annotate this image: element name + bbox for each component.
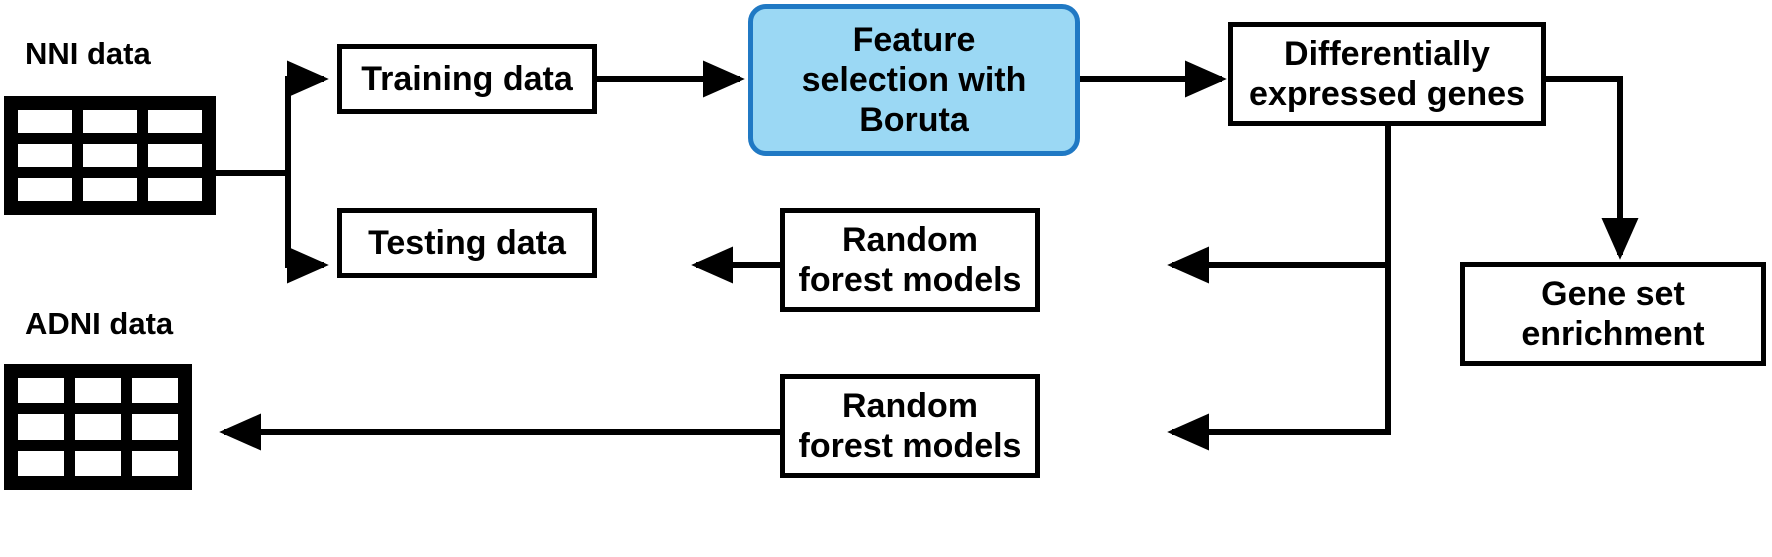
node-gene-set-enrichment-label: Gene set enrichment xyxy=(1521,274,1705,353)
table-cell xyxy=(132,378,178,404)
node-differentially-expressed-genes[interactable]: Differentially expressed genes xyxy=(1228,22,1546,126)
node-differentially-expressed-genes-label: Differentially expressed genes xyxy=(1249,34,1525,113)
node-gene-set-enrichment[interactable]: Gene set enrichment xyxy=(1460,262,1766,366)
node-random-forest-models-bottom[interactable]: Random forest models xyxy=(780,374,1040,478)
table-cell xyxy=(132,414,178,440)
node-random-forest-models-top[interactable]: Random forest models xyxy=(780,208,1040,312)
table-cell xyxy=(83,144,137,167)
edge-deg-to-rf-top xyxy=(1167,126,1391,284)
table-cell xyxy=(18,450,64,476)
table-cell xyxy=(18,414,64,440)
table-cell xyxy=(75,378,121,404)
node-testing-data[interactable]: Testing data xyxy=(337,208,597,278)
edge-deg-to-gse xyxy=(1546,76,1639,260)
adni-data-caption: ADNI data xyxy=(25,306,174,341)
table-cell xyxy=(18,378,64,404)
node-random-forest-models-top-label: Random forest models xyxy=(798,220,1022,299)
edge-nni-to-training xyxy=(285,60,329,173)
nni-data-table-icon xyxy=(4,96,216,215)
table-cell xyxy=(83,110,137,133)
adni-data-table-icon xyxy=(4,364,192,490)
table-cell xyxy=(148,178,202,201)
node-training-data-label: Training data xyxy=(361,59,573,98)
table-cell xyxy=(75,414,121,440)
node-testing-data-label: Testing data xyxy=(368,223,566,262)
table-cell xyxy=(18,178,72,201)
edge-deg-to-rf-bottom xyxy=(1167,265,1391,451)
table-cell xyxy=(83,178,137,201)
nni-data-caption: NNI data xyxy=(25,36,151,71)
table-cell xyxy=(75,450,121,476)
table-cell xyxy=(132,450,178,476)
node-random-forest-models-bottom-label: Random forest models xyxy=(798,386,1022,465)
edge-nni-to-testing xyxy=(285,173,329,284)
node-training-data[interactable]: Training data xyxy=(337,44,597,114)
node-feature-selection-boruta[interactable]: Feature selection with Boruta xyxy=(748,4,1080,156)
table-cell xyxy=(148,110,202,133)
node-feature-selection-boruta-label: Feature selection with Boruta xyxy=(801,20,1027,140)
table-cell xyxy=(148,144,202,167)
table-cell xyxy=(18,110,72,133)
table-cell xyxy=(18,144,72,167)
